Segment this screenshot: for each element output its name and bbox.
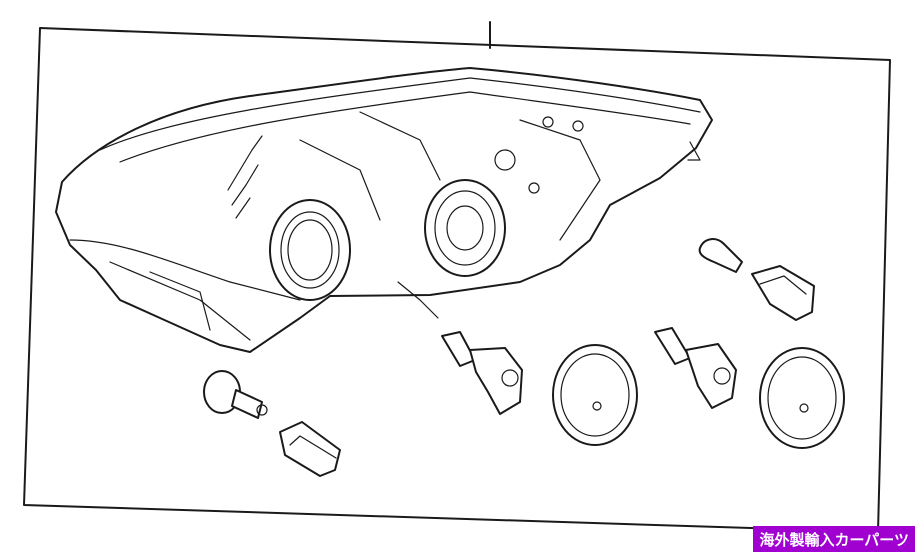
bulb-left — [203, 370, 268, 419]
bulb-center — [441, 331, 523, 415]
seal-cap-center — [552, 344, 638, 446]
socket-left — [279, 421, 341, 477]
headlamp-assembly — [55, 67, 713, 353]
bulb-small-right — [698, 238, 743, 273]
bulb-right — [654, 327, 737, 409]
seal-cap-right — [759, 347, 845, 449]
watermark-badge: 海外製輸入カーパーツ — [753, 526, 915, 552]
socket-right — [751, 265, 815, 321]
